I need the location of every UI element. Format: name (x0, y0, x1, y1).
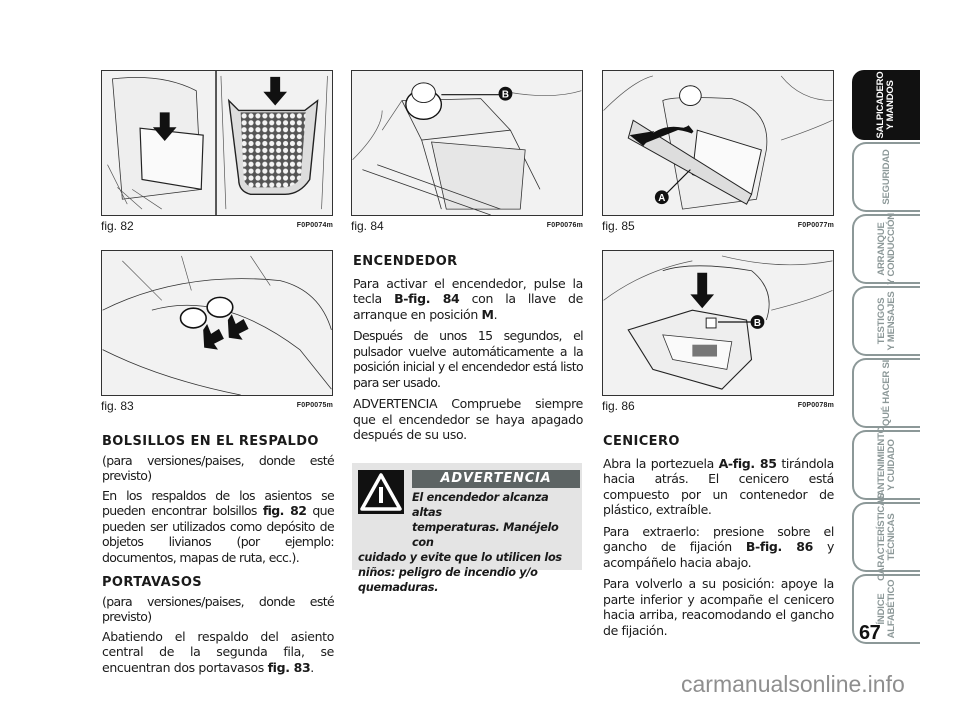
paragraph-cenicero-2: Para extraerlo: presione sobre el gancho… (603, 523, 835, 570)
figure-82 (101, 70, 333, 216)
section-title-cenicero: CENICERO (603, 434, 680, 449)
paragraph-cenicero-1: Abra la portezuela A-fig. 85 tirándola h… (603, 455, 834, 518)
figure-reference: A-fig. 85 (718, 455, 777, 471)
tab-indice-alfabetico[interactable]: ÍNDICE ALFABÉTICO (852, 574, 920, 644)
paragraph-encendedor-2: Después de unos 15 segundos, el pulsador… (353, 328, 584, 390)
paragraph-bolsillos: En los respaldos de los asientos se pued… (102, 487, 335, 565)
figure-reference: fig. 82 (262, 503, 307, 518)
ashtray-removal-illustration: B (603, 251, 833, 395)
callout-b-marker (750, 315, 765, 329)
figure-code: F0P0075m (296, 402, 333, 409)
up-arrow-icon (227, 314, 249, 340)
figure-code: F0P0078m (797, 402, 834, 409)
page-number: 67 (859, 622, 881, 644)
figure-82-caption: fig. 82 F0P0074m (101, 219, 333, 235)
paragraph-cenicero-3: Para volverlo a su posición: apoye la pa… (603, 576, 834, 638)
seat-pocket-illustration (102, 71, 332, 215)
figure-label: fig. 84 (351, 219, 384, 233)
figure-86: B (602, 250, 834, 396)
tab-caracteristicas-tecnicas[interactable]: CARACTERÍSTICAS TÉCNICAS (852, 493, 920, 581)
figure-code: F0P0076m (546, 222, 583, 229)
ashtray-open-illustration: A (603, 71, 833, 215)
callout-a-marker (654, 190, 669, 205)
lighter-illustration: B (352, 71, 582, 215)
section-title-bolsillos: BOLSILLOS EN EL RESPALDO (102, 434, 319, 449)
figure-83-caption: fig. 83 F0P0075m (101, 399, 333, 415)
warning-text: El encendedor alcanza altas temperaturas… (358, 491, 562, 594)
svg-text:B: B (502, 90, 509, 101)
figure-84-caption: fig. 84 F0P0076m (351, 219, 583, 235)
tab-testigos-y-mensajes[interactable]: TESTIGOS Y MENSAJES (852, 286, 920, 356)
tab-arranque-y-conduccion[interactable]: ARRANQUE Y CONDUCCIÓN (852, 213, 920, 285)
callout-b-marker (498, 86, 513, 101)
tab-seguridad[interactable]: SEGURIDAD (852, 142, 920, 212)
paragraph-encendedor-1: Para activar el encendedor, pulse la tec… (353, 275, 583, 322)
figure-label: fig. 85 (602, 219, 635, 233)
watermark: carmanualsonline.info (681, 671, 905, 697)
figure-85-caption: fig. 85 F0P0077m (602, 219, 834, 235)
figure-reference: B-fig. 84 (394, 291, 460, 306)
section-title-encendedor: ENCENDEDOR (353, 254, 458, 269)
figure-reference: fig. 83 (267, 659, 311, 675)
column-middle: ENCENDEDOR Para activar el encendedor, p… (353, 254, 584, 449)
down-arrow-icon (690, 272, 715, 309)
figure-code: F0P0077m (797, 222, 834, 229)
svg-text:A: A (658, 193, 665, 204)
tab-que-hacer-si[interactable]: QUÉ HACER SI (852, 358, 920, 428)
paragraph-encendedor-3: ADVERTENCIA Compruebe siempre que el enc… (353, 396, 583, 442)
section-subtitle: (para versiones/paises, donde esté previ… (102, 593, 335, 625)
warning-box: ADVERTENCIA El encendedor alcanza altas … (352, 463, 582, 594)
warning-header: ADVERTENCIA (412, 470, 580, 488)
figure-label: fig. 83 (101, 399, 134, 413)
up-arrow-icon (203, 323, 224, 350)
figure-label: fig. 82 (101, 219, 134, 233)
cup-holders-illustration (102, 251, 332, 395)
figure-84: B (351, 70, 583, 216)
rotate-arrow-icon (629, 125, 694, 147)
down-arrow-icon (263, 76, 288, 106)
figure-code: F0P0074m (296, 222, 333, 229)
figure-83 (101, 250, 333, 396)
svg-text:B: B (754, 318, 761, 329)
down-arrow-icon (152, 112, 177, 142)
figure-reference: B-fig. 86 (745, 539, 813, 554)
tab-salpicadero-y-mandos[interactable]: SALPICADERO Y MANDOS (852, 70, 920, 140)
section-subtitle: (para versiones/paises, donde esté previ… (102, 452, 335, 484)
warning-triangle-icon (358, 470, 404, 514)
column-left: BOLSILLOS EN EL RESPALDO (para versiones… (102, 434, 335, 681)
figure-85: A (602, 70, 834, 216)
paragraph-portavasos: Abatiendo el respaldo del asiento centra… (102, 628, 334, 675)
figure-label: fig. 86 (602, 399, 635, 413)
tab-mantenimiento-y-cuidado[interactable]: MANTENIMIENTO Y CUIDADO (852, 426, 920, 504)
figure-86-caption: fig. 86 F0P0078m (602, 399, 834, 415)
section-title-portavasos: PORTAVASOS (102, 575, 203, 590)
column-right: CENICERO Abra la portezuela A-fig. 85 ti… (603, 434, 834, 644)
